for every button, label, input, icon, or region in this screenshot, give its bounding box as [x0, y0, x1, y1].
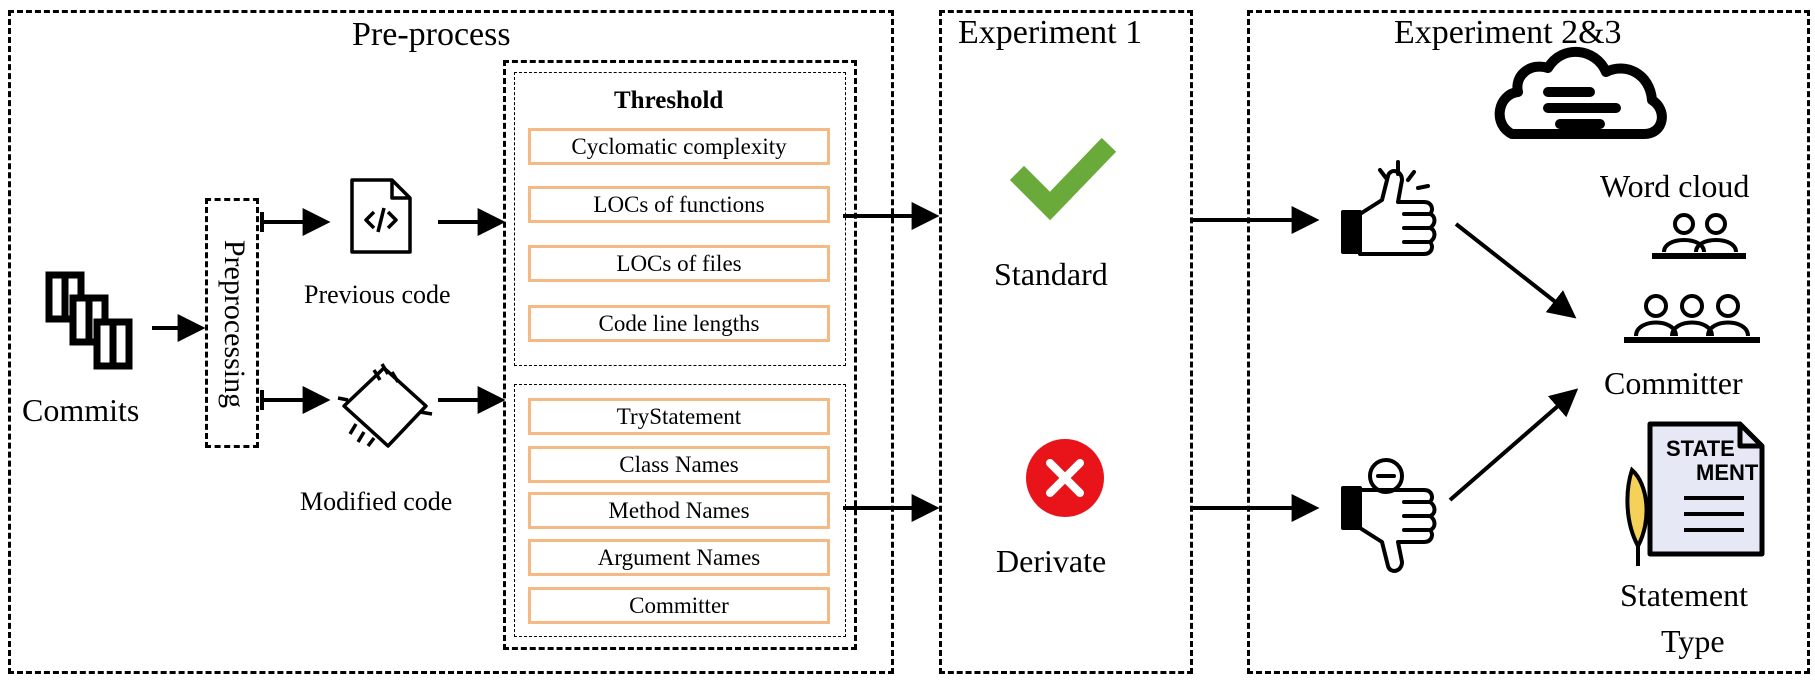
preprocess-panel	[8, 10, 894, 674]
check-icon	[1009, 137, 1117, 221]
commits-icon	[45, 271, 133, 370]
statement-type-label-1: Statement	[1620, 577, 1748, 613]
word-cloud-label: Word cloud	[1600, 168, 1750, 204]
experiment23-panel	[1247, 10, 1810, 674]
standard-label: Standard	[994, 256, 1108, 292]
flow-arrows	[152, 202, 1579, 522]
derivate-label: Derivate	[996, 543, 1107, 579]
threshold-item-loc-functions: LOCs of functions	[528, 186, 830, 223]
committer-icon-bottom	[1624, 294, 1760, 343]
previous-code-label: Previous code	[304, 280, 451, 309]
code-file-icon	[350, 178, 412, 254]
identifier-item-try: TryStatement	[528, 398, 830, 435]
identifier-item-argument: Argument Names	[528, 539, 830, 576]
thumbs-up-icon	[1341, 160, 1437, 256]
experiment1-panel	[939, 10, 1193, 674]
commits-label: Commits	[22, 392, 140, 428]
statement-type-label-2: Type	[1661, 623, 1725, 659]
word-cloud-icon	[1494, 47, 1667, 139]
committer-icon-top	[1652, 213, 1746, 259]
statement-icon-text-1: STATE	[1666, 436, 1735, 461]
statement-icon-text-2: MENT	[1696, 460, 1759, 485]
arrow-dislike-committer	[1448, 388, 1579, 502]
preprocessing-box	[205, 198, 259, 448]
modified-code-icon	[337, 363, 433, 448]
metrics-outer-box	[503, 60, 857, 650]
preprocess-title: Pre-process	[352, 16, 511, 53]
identifier-item-class: Class Names	[528, 446, 830, 483]
threshold-item-line-lengths: Code line lengths	[528, 305, 830, 342]
threshold-item-loc-files: LOCs of files	[528, 245, 830, 282]
modified-code-label: Modified code	[300, 487, 453, 516]
arrow-like-committer	[1454, 222, 1577, 319]
threshold-group-box	[514, 72, 846, 366]
experiment23-title: Experiment 2&3	[1394, 14, 1622, 51]
experiment1-title: Experiment 1	[958, 14, 1143, 51]
threshold-title: Threshold	[614, 87, 724, 114]
identifier-item-committer: Committer	[528, 587, 830, 624]
identifier-group-box	[514, 384, 846, 637]
committer-label: Committer	[1604, 365, 1743, 401]
threshold-item-cyclomatic: Cyclomatic complexity	[528, 128, 830, 165]
identifier-item-method: Method Names	[528, 492, 830, 529]
thumbs-down-icon	[1341, 458, 1437, 573]
cross-icon	[1026, 439, 1104, 517]
statement-document-icon: STATE MENT	[1625, 421, 1765, 566]
